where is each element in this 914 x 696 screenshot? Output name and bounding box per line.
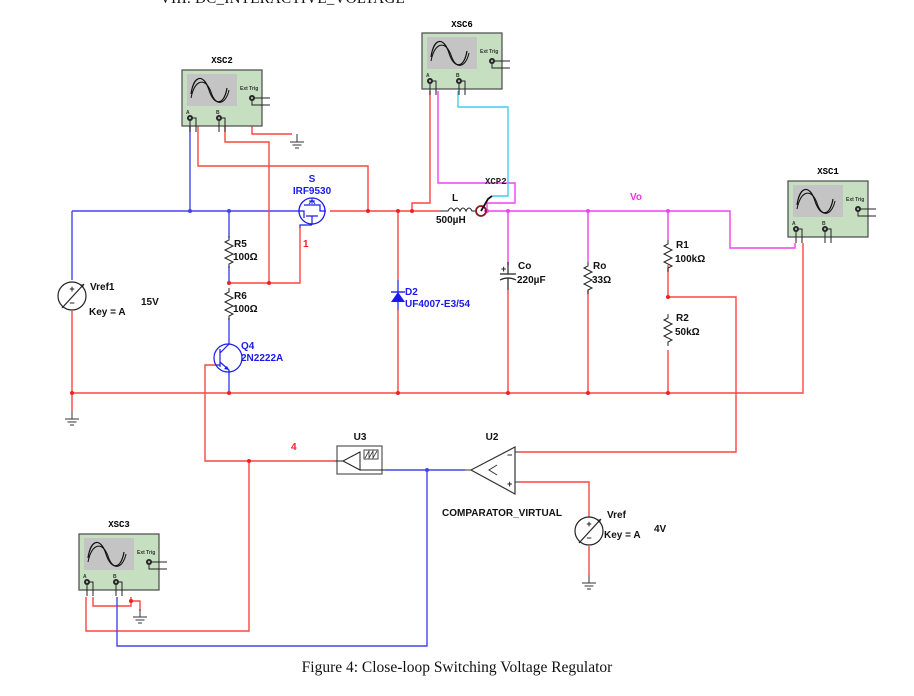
r6-value: 100Ω [233,304,258,315]
oscilloscope-xsc1[interactable]: A B Ext Trig XSC1 [787,167,877,244]
voltage-source-vref1[interactable]: + − Vref1 Key = A 15V [57,281,159,318]
scope-name: XSC1 [817,167,839,177]
resistor-r1[interactable]: R1 100kΩ [663,239,705,273]
channel-b-label: B [113,574,117,580]
ground-icon [132,608,148,624]
scope-name: XSC2 [211,56,233,66]
vref1-ref: Vref1 [90,282,115,293]
channel-a-label: A [792,221,796,227]
inductor-ref: L [452,193,458,204]
r2-ref: R2 [676,313,689,324]
vref1-value: 15V [141,297,159,308]
minus-sign: − [586,533,591,543]
ground-icon [64,410,80,426]
mosfet-ref: S [309,174,316,185]
u3-ref: U3 [354,432,367,443]
voltage-source-vref[interactable]: + − Vref Key = A 4V [574,510,667,546]
comparator-u2[interactable]: − + U2 COMPARATOR_VIRTUAL [442,432,562,519]
oscilloscope-xsc2[interactable]: A B Ext Trig XSC2 [181,56,271,133]
ext-trig-label: Ext Trig [137,550,155,556]
svg-text:+: + [501,264,506,274]
diode-d2[interactable]: D2 UF4007-E3/54 [391,280,470,310]
plus-sign: + [507,479,512,489]
net-label-vo: Vo [630,192,642,203]
channel-a-label: A [83,574,87,580]
vref-key: Key = A [604,530,641,541]
u2-ref: U2 [486,432,499,443]
mosfet-part: IRF9530 [293,186,332,197]
r1-ref: R1 [676,240,689,251]
d2-ref: D2 [405,287,418,298]
ground-icon [581,574,597,590]
ground-icon [289,133,305,149]
u2-part: COMPARATOR_VIRTUAL [442,508,562,519]
q4-part: 2N2222A [241,353,283,364]
plus-sign: + [69,284,74,294]
minus-sign: − [507,450,512,460]
resistor-r6[interactable]: R6 100Ω [224,287,258,321]
wire-node-4 [85,364,335,632]
wire-switch-node [197,91,440,393]
net-label-4: 4 [291,442,297,453]
resistor-ro[interactable]: Ro 33Ω [583,261,611,295]
ext-trig-label: Ext Trig [480,49,498,55]
co-value: 220µF [517,275,546,286]
channel-b-label: B [216,110,220,116]
wire-input-rail [71,122,298,393]
scope-name: XSC3 [108,520,130,530]
mosfet-s[interactable]: S IRF9530 [293,174,332,228]
probe-ref: XCP2 [485,177,507,187]
transistor-q4[interactable]: Q4 2N2222A [213,341,283,375]
channel-a-label: A [426,73,430,79]
inductor-l[interactable]: L 500µH [436,193,476,226]
wires [71,91,804,647]
ro-value: 33Ω [592,275,611,286]
oscilloscope-xsc6[interactable]: A B Ext Trig XSC6 [421,20,511,96]
vref-value: 4V [654,524,667,535]
resistor-r5[interactable]: R5 100Ω [224,235,258,269]
r6-ref: R6 [234,291,247,302]
figure-caption: Figure 4: Close-loop Switching Voltage R… [301,659,613,676]
wire-vref [520,481,590,575]
wire-pwm-ramp [116,469,465,647]
vref1-key: Key = A [89,307,126,318]
minus-sign: − [69,298,74,308]
q4-ref: Q4 [241,341,255,352]
inductor-value: 500µH [436,215,466,226]
capacitor-co[interactable]: + Co 220µF [499,261,546,290]
scope-name: XSC6 [451,20,473,30]
wire-vo [437,91,796,265]
ext-trig-label: Ext Trig [846,197,864,203]
ro-ref: Ro [593,261,606,272]
junction-dots [70,209,670,603]
r2-value: 50kΩ [675,327,700,338]
r1-value: 100kΩ [675,254,705,265]
resistor-r2[interactable]: R2 50kΩ [663,313,700,347]
d2-part: UF4007-E3/54 [405,299,470,310]
header-fragment: VIII. DC_INTERACTIVE_VOLTAGE [160,0,405,8]
plus-sign: + [586,519,591,529]
r5-value: 100Ω [233,252,258,263]
pwm-generator-u3[interactable]: U3 [335,432,385,475]
oscilloscope-xsc3[interactable]: A B Ext Trig XSC3 [78,520,168,597]
ext-trig-label: Ext Trig [240,86,258,92]
vref-ref: Vref [607,510,627,521]
wire-current-probe [457,91,509,197]
co-ref: Co [518,261,531,272]
net-label-1: 1 [303,239,309,250]
wire-ground-rail [71,243,804,453]
channel-b-label: B [456,73,460,79]
channel-a-label: A [186,110,190,116]
channel-b-label: B [822,221,826,227]
r5-ref: R5 [234,239,247,250]
current-probe-xcp2[interactable]: XCP2 [475,177,507,217]
